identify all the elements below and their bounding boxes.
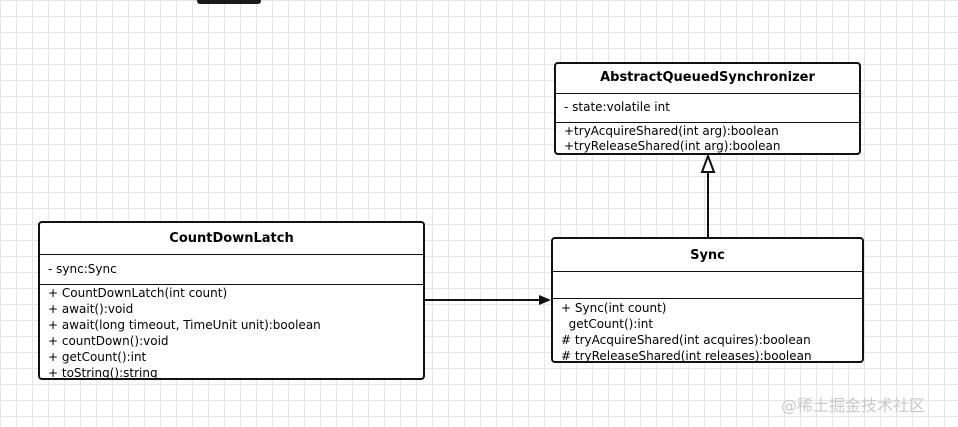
- operation: + countDown():void: [48, 334, 169, 348]
- attribute: - sync:Sync: [48, 262, 117, 276]
- class-countdownlatch[interactable]: CountDownLatch - sync:Sync + CountDownLa…: [38, 221, 425, 380]
- top-edge-shape: [197, 0, 261, 4]
- attribute: - state:volatile int: [564, 100, 670, 114]
- operation: +tryAcquireShared(int arg):boolean: [564, 124, 779, 138]
- class-operations: + Sync(int count) getCount():int # tryAc…: [553, 299, 862, 363]
- class-name: AbstractQueuedSynchronizer: [556, 64, 859, 94]
- operation: + await(long timeout, TimeUnit unit):boo…: [48, 318, 321, 332]
- class-abstract-queued-synchronizer[interactable]: AbstractQueuedSynchronizer - state:volat…: [554, 62, 861, 155]
- class-attributes-empty: [553, 272, 862, 299]
- operation: + Sync(int count): [561, 301, 667, 315]
- class-operations: + CountDownLatch(int count) + await():vo…: [40, 285, 423, 380]
- class-name: Sync: [553, 239, 862, 272]
- inheritance-arrowhead: [700, 153, 716, 173]
- operation: # tryReleaseShared(int releases):boolean: [561, 349, 812, 363]
- watermark: @稀土掘金技术社区: [781, 396, 926, 415]
- operation: + getCount():int: [48, 350, 147, 364]
- class-sync[interactable]: Sync + Sync(int count) getCount():int # …: [551, 237, 864, 363]
- class-operations: +tryAcquireShared(int arg):boolean +tryR…: [556, 123, 859, 153]
- operation: +tryReleaseShared(int arg):boolean: [564, 139, 781, 153]
- operation: + CountDownLatch(int count): [48, 286, 228, 300]
- class-attributes: - sync:Sync: [40, 255, 423, 285]
- operation: + await():void: [48, 302, 134, 316]
- class-name: CountDownLatch: [40, 223, 423, 255]
- operation: # tryAcquireShared(int acquires):boolean: [561, 333, 811, 347]
- operation: getCount():int: [561, 317, 654, 331]
- association-arrowhead: [539, 295, 551, 305]
- operation: + toString():string: [48, 366, 158, 380]
- class-attributes: - state:volatile int: [556, 94, 859, 123]
